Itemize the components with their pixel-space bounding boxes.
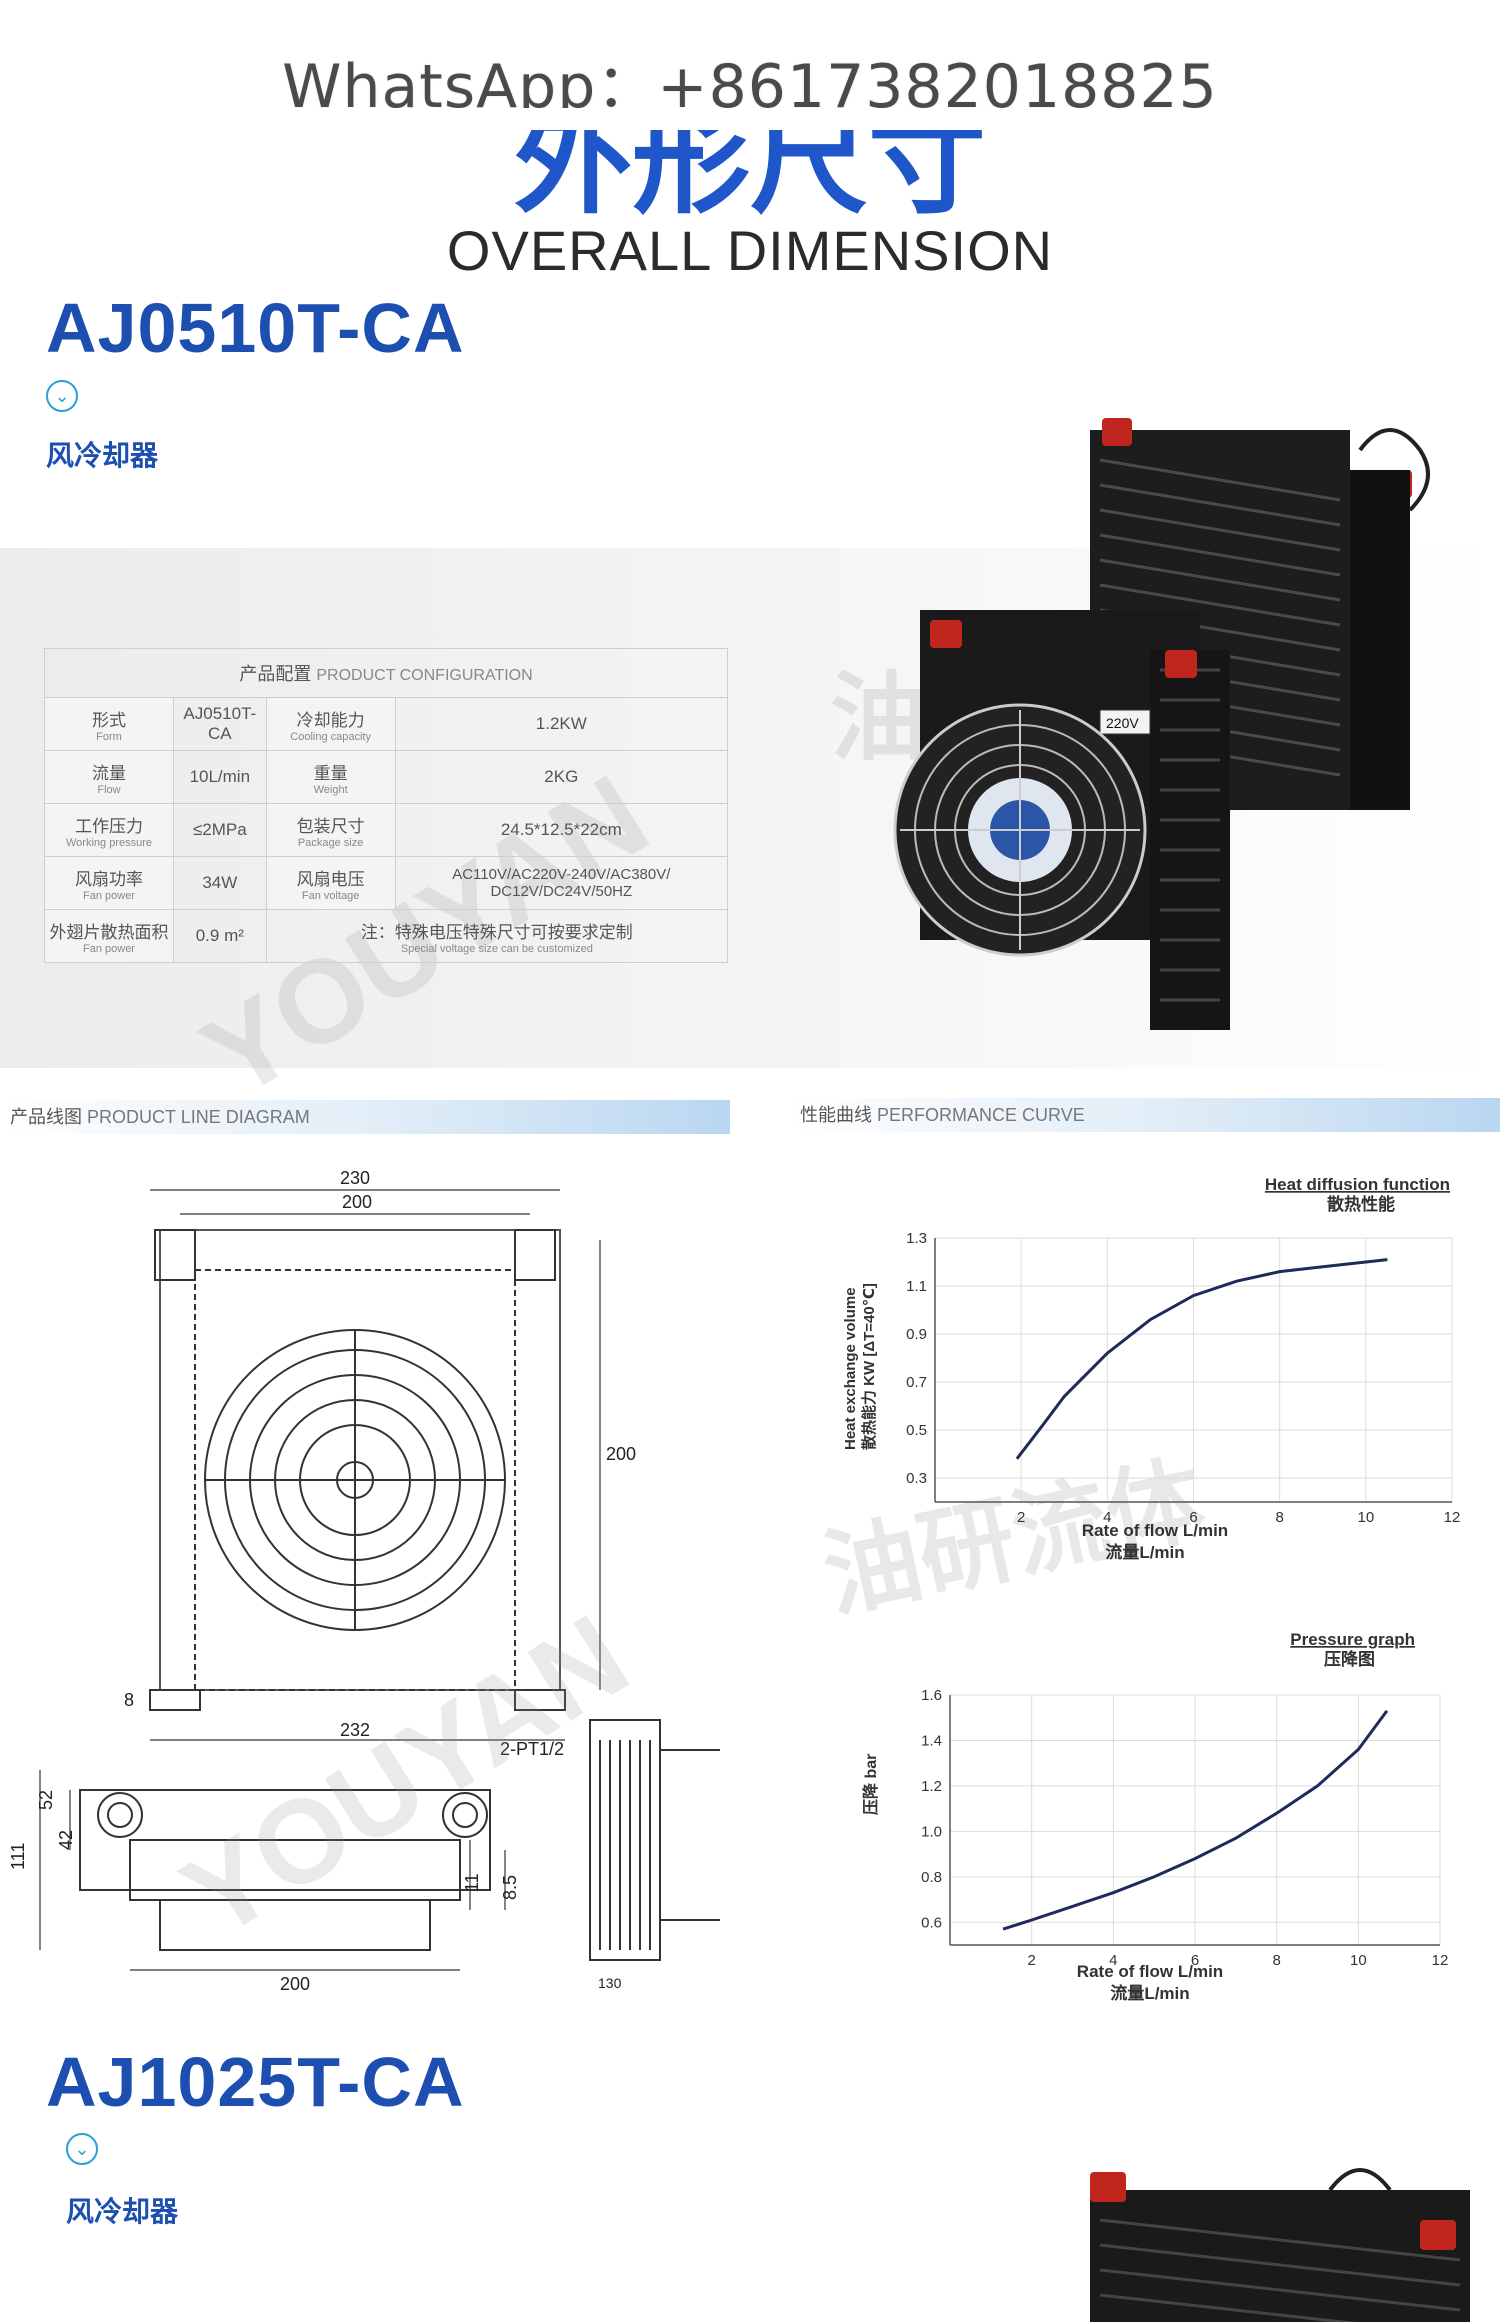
- top-view-drawing: [39, 1770, 506, 1971]
- config-table-title: 产品配置 PRODUCT CONFIGURATION: [44, 648, 728, 698]
- plot-area: 2 4 6 8 10 12 0.6 0.8 1.0 1.2 1.4 1.6: [921, 1687, 1448, 1969]
- chart-subtitle: 压降图: [1324, 1649, 1375, 1669]
- dim-232: 232: [340, 1720, 370, 1740]
- dim-8-5: 8.5: [500, 1875, 520, 1900]
- y-tick-label: 0.3: [906, 1470, 927, 1487]
- chevron-down-icon: ⌄: [46, 380, 78, 412]
- y-tick-label: 0.5: [906, 1422, 927, 1439]
- product-type-1: 风冷却器: [46, 440, 159, 471]
- product-type-2: 风冷却器: [66, 2196, 179, 2227]
- y-tick-label: 0.6: [921, 1914, 942, 1931]
- y-tick-label: 1.2: [921, 1778, 942, 1795]
- dim-130: 130: [598, 1975, 622, 1991]
- y-axis-label-cn: 散热能力 KW [ΔT=40℃]: [860, 1283, 878, 1450]
- section-header-line-diagram: 产品线图 PRODUCT LINE DIAGRAM: [0, 1100, 730, 1134]
- x-tick-label: 2: [1017, 1509, 1025, 1526]
- dim-111: 111: [8, 1843, 28, 1870]
- x-axis-label-cn: 流量L/min: [1110, 1983, 1189, 2003]
- x-axis-label: Rate of flow L/min: [1082, 1521, 1228, 1540]
- product-line-diagram: 230 200 200 8 232 111 52 42 11 8.5 200 2…: [8, 1168, 720, 1994]
- dim-200-side: 200: [606, 1444, 636, 1464]
- front-cooler-illustration: 220V: [893, 610, 1230, 1030]
- section-header-performance: 性能曲线 PERFORMANCE CURVE: [790, 1098, 1500, 1132]
- y-tick-label: 1.3: [906, 1230, 927, 1247]
- dim-52: 52: [36, 1790, 56, 1810]
- dim-230: 230: [340, 1168, 370, 1188]
- x-tick-label: 12: [1444, 1509, 1461, 1526]
- y-axis-label: 压降 bar: [861, 1754, 880, 1815]
- y-tick-label: 1.4: [921, 1732, 942, 1749]
- dim-11: 11: [462, 1873, 482, 1892]
- x-tick-label: 8: [1275, 1509, 1283, 1526]
- plot-area: 2 4 6 8 10 12 0.3 0.5 0.7 0.9 1.1 1.3: [906, 1230, 1460, 1526]
- x-tick-label: 10: [1350, 1952, 1367, 1969]
- dim-200-top: 200: [342, 1192, 372, 1212]
- y-tick-label: 1.0: [921, 1823, 942, 1840]
- product-photo: 220V: [893, 418, 1430, 1030]
- dim-200-bottom: 200: [280, 1974, 310, 1994]
- x-tick-label: 4: [1103, 1509, 1111, 1526]
- voltage-label: 220V: [1106, 715, 1139, 731]
- chart-title: Pressure graph: [1290, 1630, 1415, 1649]
- x-tick-label: 6: [1191, 1952, 1199, 1969]
- x-tick-label: 2: [1027, 1952, 1035, 1969]
- dim-8: 8: [124, 1690, 134, 1710]
- x-axis-label: Rate of flow L/min: [1077, 1962, 1223, 1981]
- x-tick-label: 10: [1357, 1509, 1374, 1526]
- product-model-1: AJ0510T-CA: [46, 289, 465, 367]
- series-line: [1015, 1258, 1388, 1460]
- x-tick-label: 8: [1272, 1952, 1280, 1969]
- x-axis-label-cn: 流量L/min: [1105, 1542, 1184, 1562]
- product-model-2: AJ1025T-CA: [46, 2043, 465, 2121]
- y-tick-label: 0.7: [906, 1374, 927, 1391]
- side-view-drawing: [589, 1719, 720, 1961]
- y-tick-label: 1.1: [906, 1278, 927, 1295]
- y-tick-label: 0.8: [921, 1869, 942, 1886]
- x-tick-label: 4: [1109, 1952, 1117, 1969]
- title-overlap-mask: [0, 108, 1500, 130]
- dim-42: 42: [56, 1830, 76, 1850]
- x-tick-label: 6: [1189, 1509, 1197, 1526]
- pressure-chart: Pressure graph 压降图 Rate of flow L/min 流量…: [861, 1630, 1448, 2003]
- heat-diffusion-chart: Heat diffusion function 散热性能 Rate of flo…: [842, 1175, 1460, 1562]
- y-axis-label: Heat exchange volume: [842, 1287, 859, 1450]
- chart-subtitle: 散热性能: [1327, 1194, 1395, 1214]
- chart-title: Heat diffusion function: [1265, 1175, 1450, 1194]
- page-title-en: OVERALL DIMENSION: [446, 219, 1054, 282]
- series-line: [1002, 1710, 1389, 1931]
- product-photo-2: [1090, 2168, 1470, 2322]
- front-view-drawing: [149, 1189, 601, 1741]
- y-tick-label: 0.9: [906, 1326, 927, 1343]
- chevron-down-icon: ⌄: [66, 2133, 98, 2165]
- port-label: 2-PT1/2: [500, 1739, 564, 1759]
- y-tick-label: 1.6: [921, 1687, 942, 1704]
- x-tick-label: 12: [1432, 1952, 1449, 1969]
